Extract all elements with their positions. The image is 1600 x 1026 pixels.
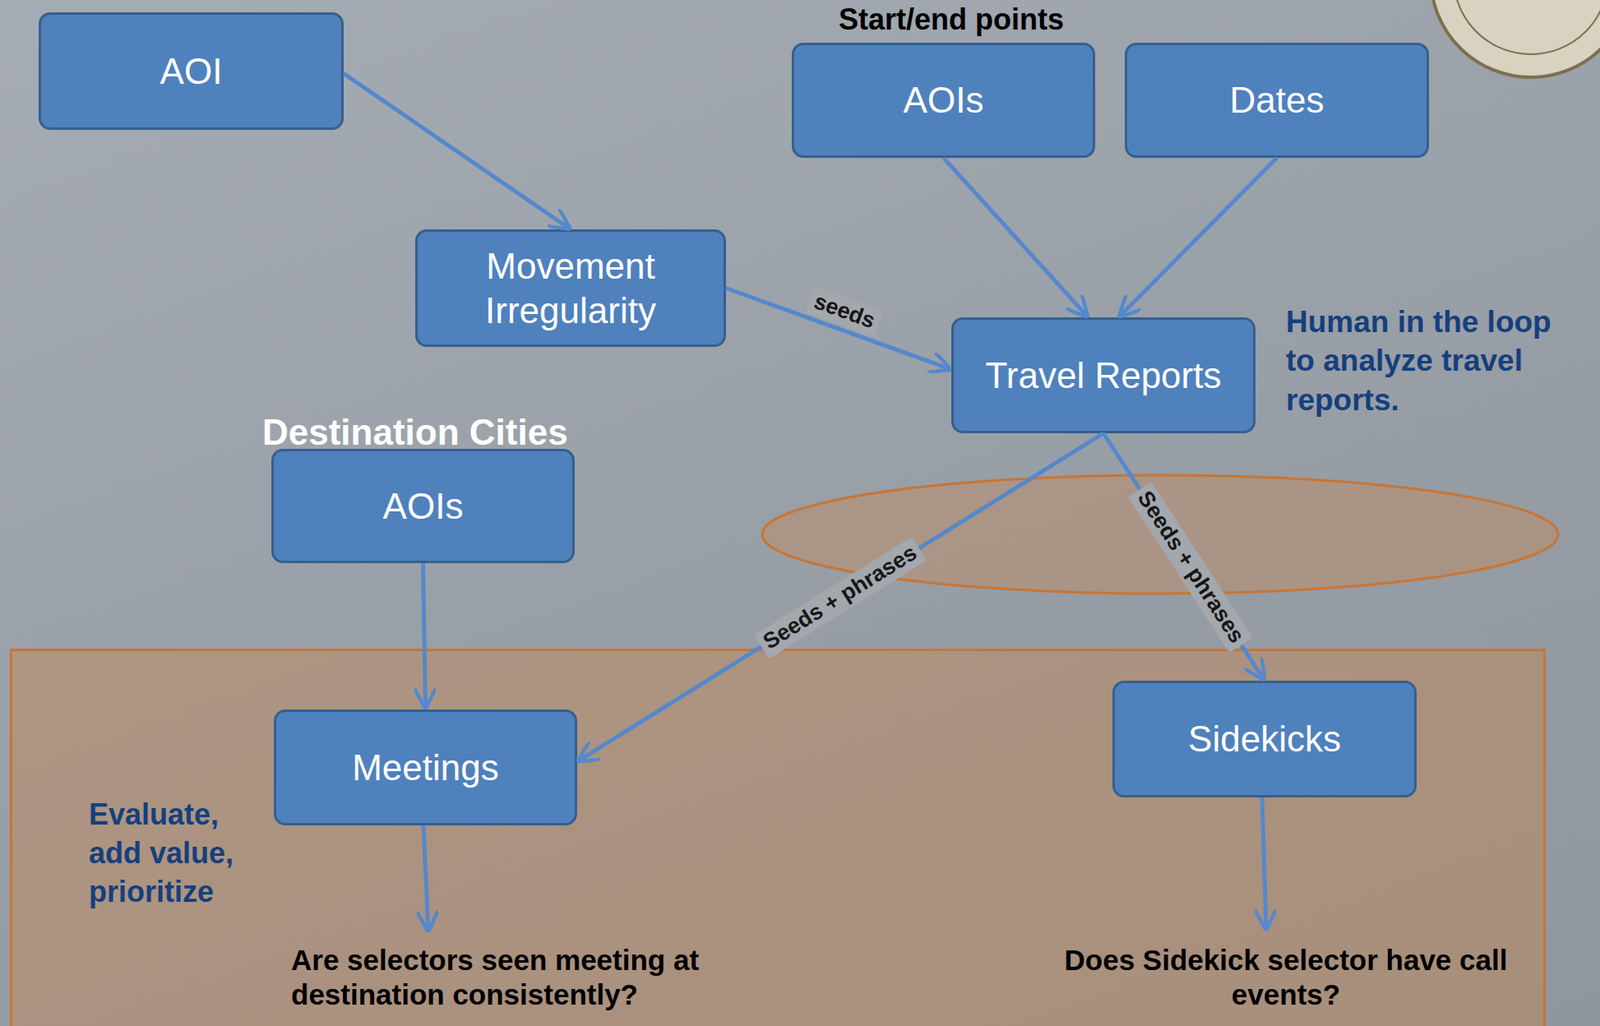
box-label: AOIs <box>383 484 464 529</box>
text-holder: Are selectors seen meeting at destinatio… <box>291 943 818 1013</box>
process-box: AOIs <box>791 42 1096 158</box>
text-holder: AOIs <box>903 78 985 123</box>
box-label: Meetings <box>351 745 500 791</box>
annotation-text: Human in the loop to analyze travel repo… <box>1285 302 1582 420</box>
box-label: AOI <box>160 49 223 94</box>
text-holder: Meetings <box>351 745 500 791</box>
text-holder: Dates <box>1230 78 1325 123</box>
process-box: AOI <box>38 12 344 130</box>
text-holder: Human in the loop to analyze travel repo… <box>1285 302 1582 420</box>
box-label: Travel Reports <box>985 353 1222 398</box>
group-heading: Destination Cities <box>262 410 608 455</box>
group-heading: Start/end points <box>803 1 1100 37</box>
text-holder: AOI <box>160 49 223 94</box>
process-box: Sidekicks <box>1112 680 1417 798</box>
box-label: Sidekicks <box>1188 716 1342 762</box>
process-box: Movement Irregularity <box>415 229 727 347</box>
text-holder: seeds <box>805 286 884 338</box>
region-band: Meetings SidekicksEvaluate, add value, pr… <box>9 648 1546 1026</box>
text-holder: Sidekicks <box>1188 716 1342 762</box>
connector <box>1119 157 1278 318</box>
text-holder: Start/end points <box>803 1 1100 37</box>
edge-label: Seeds + phrases <box>753 536 926 659</box>
process-box: AOIsDestination Cities <box>271 448 575 564</box>
box-label: AOIs <box>903 78 985 123</box>
edge-label: seeds <box>805 286 884 338</box>
process-box: Meetings <box>273 709 578 826</box>
text-holder: Does Sidekick selector have call events? <box>1047 943 1525 1013</box>
box-label: Dates <box>1230 78 1325 123</box>
connector <box>943 157 1089 318</box>
text-holder: Destination Cities <box>262 410 608 455</box>
text-holder: Movement Irregularity <box>430 244 711 333</box>
process-box: Travel Reports <box>951 317 1256 434</box>
question-text: Are selectors seen meeting at destinatio… <box>291 943 818 1013</box>
edge-label: Seeds + phrases <box>1128 481 1254 653</box>
text-holder: Evaluate, add value, prioritize <box>88 795 266 911</box>
connector <box>343 73 571 230</box>
note-text: Evaluate, add value, prioritize <box>88 795 266 911</box>
connector <box>1103 433 1265 681</box>
text-holder: Travel Reports <box>985 353 1222 398</box>
seal <box>1430 0 1600 78</box>
box-label: Movement Irregularity <box>430 244 711 333</box>
question-text: Does Sidekick selector have call events? <box>1047 943 1525 1013</box>
text-holder: Seeds + phrases <box>753 536 926 659</box>
seal-ring <box>1453 0 1600 55</box>
text-holder: Seeds + phrases <box>1128 481 1254 653</box>
text-holder: AOIs <box>383 484 464 529</box>
process-box: Dates <box>1124 42 1429 158</box>
